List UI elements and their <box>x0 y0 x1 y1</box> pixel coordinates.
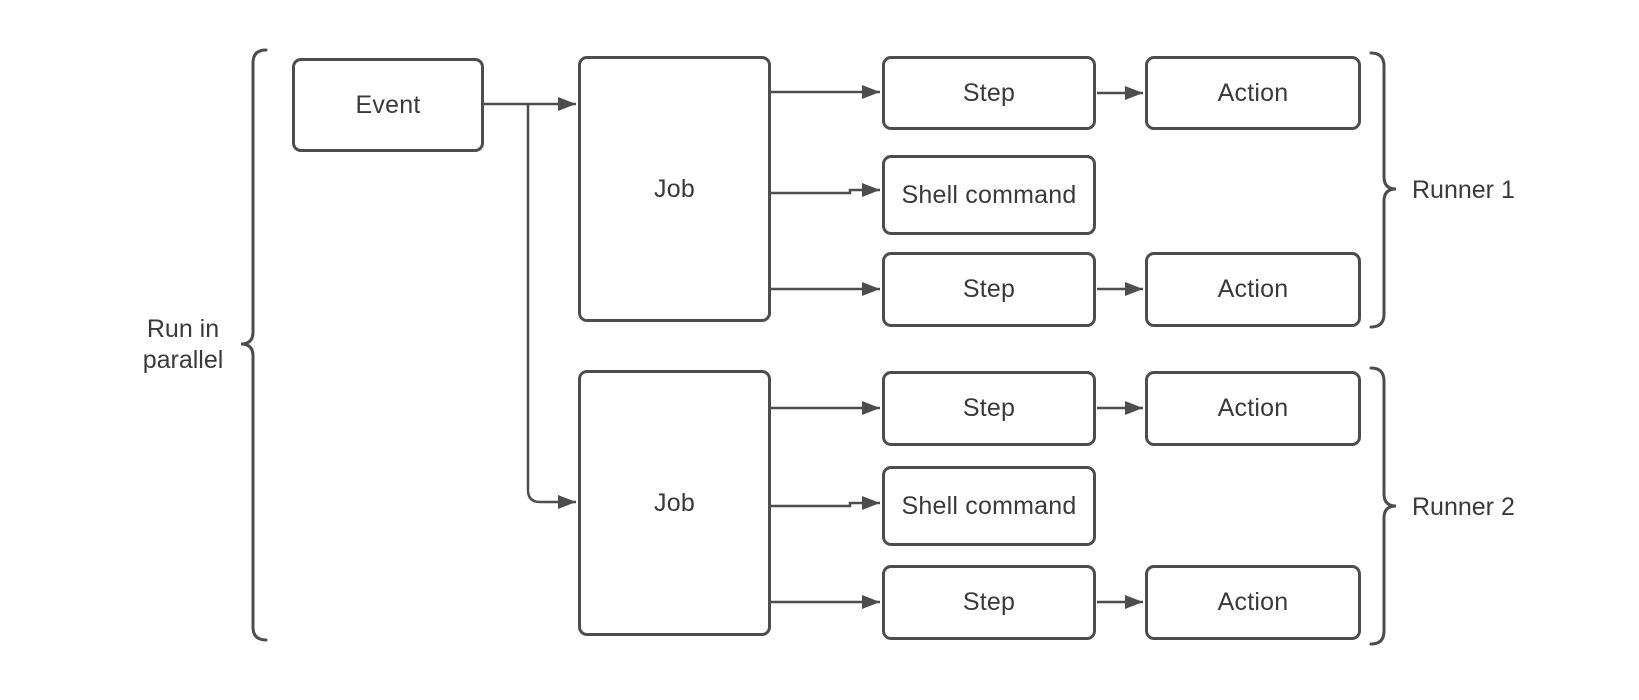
node-action-1: Action <box>1145 56 1361 130</box>
node-event: Event <box>292 58 484 152</box>
node-step-3: Step <box>882 371 1096 446</box>
connector-job-1-to-shell-1 <box>771 183 880 197</box>
node-step-2: Step <box>882 252 1096 327</box>
node-step-1: Step <box>882 56 1096 130</box>
connector-job-2-to-shell-2 <box>771 496 880 510</box>
runner-1-brace <box>1369 51 1397 329</box>
node-action-4: Action <box>1145 565 1361 640</box>
node-shell-command-1: Shell command <box>882 155 1096 235</box>
runner-2-brace <box>1369 366 1397 646</box>
node-job-1: Job <box>578 56 771 322</box>
run-in-parallel-brace <box>240 48 268 642</box>
runner-1-label: Runner 1 <box>1412 176 1515 204</box>
node-action-2: Action <box>1145 252 1361 327</box>
runner-2-label: Runner 2 <box>1412 493 1515 521</box>
node-step-4: Step <box>882 565 1096 640</box>
connector-event-to-job-2 <box>526 104 576 509</box>
node-job-2: Job <box>578 370 771 636</box>
run-in-parallel-label: Run in parallel <box>142 315 224 374</box>
node-shell-command-2: Shell command <box>882 466 1096 546</box>
node-action-3: Action <box>1145 371 1361 446</box>
